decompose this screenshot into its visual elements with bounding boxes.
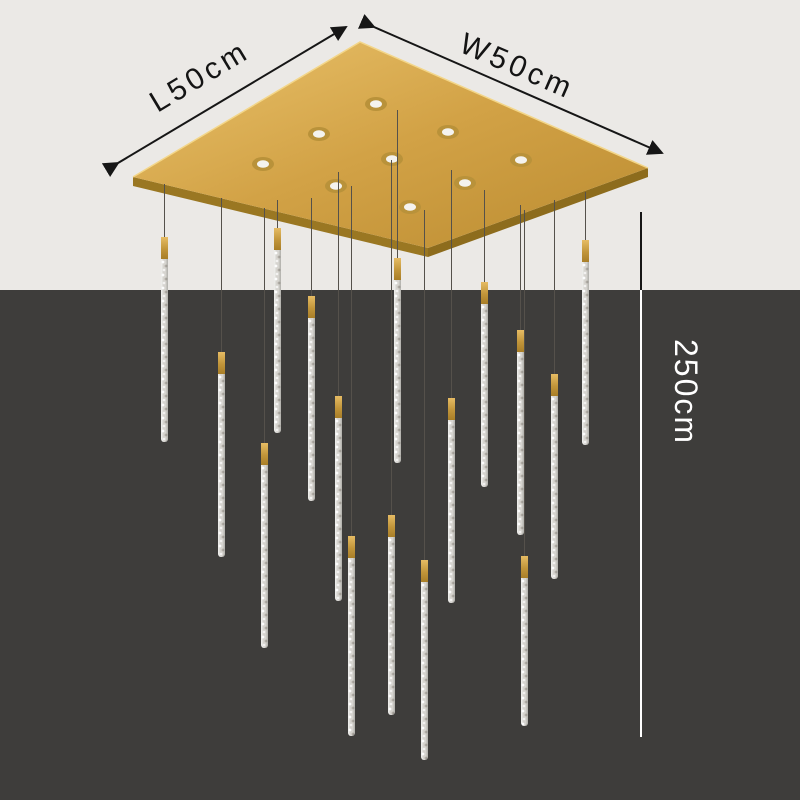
pendant (160, 184, 168, 442)
pendant-cap (516, 330, 524, 352)
pendant (516, 205, 524, 535)
pendant-cap (550, 374, 558, 396)
pendant-wire (163, 184, 165, 237)
pendant-cap (217, 352, 225, 374)
dimension-arrows (101, 14, 664, 737)
pendant-wire (423, 210, 425, 560)
pendant (480, 190, 488, 487)
pendant-cap (260, 443, 268, 465)
pendant-wire (584, 192, 586, 240)
pendant-crystal-rod (260, 465, 268, 648)
pendant-crystal-rod (447, 420, 455, 603)
pendant-cap (307, 296, 315, 318)
pendant (393, 110, 401, 463)
pendant-wire (350, 186, 352, 536)
pendant-cap (480, 282, 488, 304)
plate-edge-left (133, 177, 428, 257)
pendant-wire (263, 208, 265, 443)
pendant-crystal-rod (160, 259, 168, 442)
pendant-wire (553, 200, 555, 374)
pendant-crystal-rod (217, 374, 225, 557)
pendant-cap (420, 560, 428, 582)
pendant-crystal-rod (581, 262, 589, 445)
pendant (420, 210, 428, 760)
pendant (520, 210, 528, 726)
pendant-crystal-rod (516, 352, 524, 535)
pendant (307, 198, 315, 501)
pendant (347, 186, 355, 736)
pendant-wire (450, 170, 452, 398)
pendant-crystal-rod (480, 304, 488, 487)
length-dimension-arrow (101, 25, 348, 178)
pendant-cap (393, 258, 401, 280)
pendant-wire (519, 205, 521, 330)
pendant-crystal-rod (420, 582, 428, 760)
pendant (334, 172, 342, 601)
pendant-cap (581, 240, 589, 262)
width-dimension-arrow (357, 14, 664, 155)
pendant-cap (387, 515, 395, 537)
pendant-wire (396, 110, 398, 258)
pendant-cap (160, 237, 168, 259)
pendant-wire (220, 198, 222, 352)
pendant (273, 200, 281, 433)
pendant-crystal-rod (273, 250, 281, 433)
pendant-cap (447, 398, 455, 420)
pendant-crystal-rod (393, 280, 401, 463)
pendant-wire (310, 198, 312, 296)
pendant-crystal-rod (347, 558, 355, 736)
pendant (260, 208, 268, 648)
pendant-cap (520, 556, 528, 578)
pendant-crystal-rod (334, 418, 342, 601)
pendant-wire (276, 200, 278, 228)
pendant-crystal-rod (520, 578, 528, 726)
pendant-wire (390, 160, 392, 515)
pendant-wire (483, 190, 485, 282)
pendant (387, 160, 395, 715)
pendant (217, 198, 225, 557)
pendant (581, 192, 589, 445)
pendant-crystal-rod (387, 537, 395, 715)
pendant (447, 170, 455, 603)
pendant-wire (337, 172, 339, 396)
pendant-cap (273, 228, 281, 250)
pendant-cap (334, 396, 342, 418)
pendant-wire (523, 210, 525, 556)
pendant (550, 200, 558, 579)
plate-edge-right (428, 168, 648, 257)
pendant-crystal-rod (307, 318, 315, 501)
pendant-cap (347, 536, 355, 558)
pendant-crystal-rod (550, 396, 558, 579)
drop-dimension-label: 250cm (668, 338, 704, 446)
